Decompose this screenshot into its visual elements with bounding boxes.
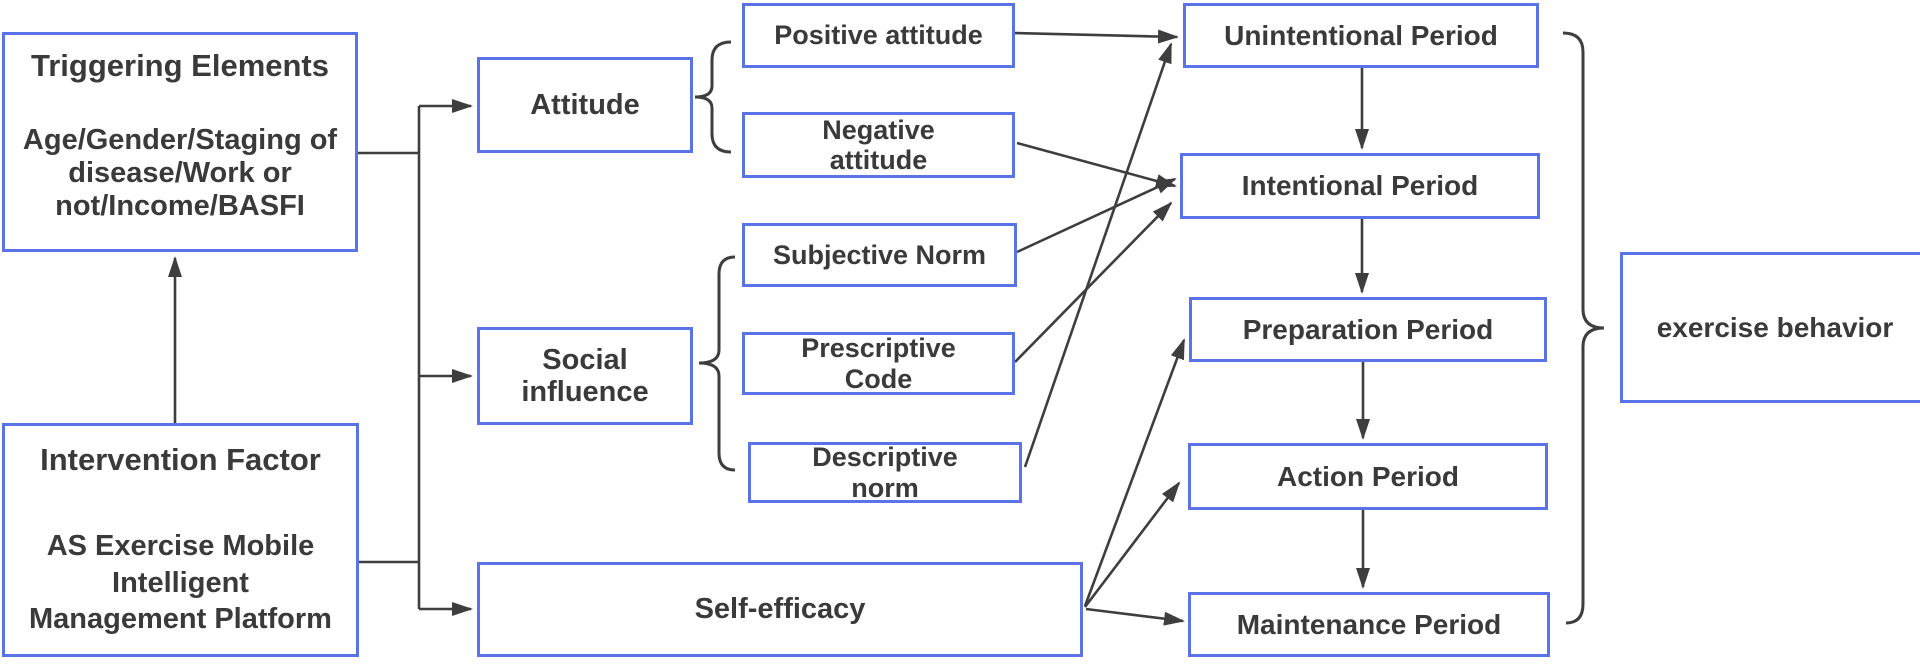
intentional-period-box: Intentional Period — [1180, 153, 1540, 219]
arrow-selfefficacy-to-preparation — [1083, 338, 1186, 607]
arrow-descriptive-to-unintentional — [1023, 42, 1173, 468]
exercise-behavior-label: exercise behavior — [1656, 311, 1894, 343]
self-efficacy-label: Self-efficacy — [694, 593, 866, 626]
brace-social-influence — [698, 255, 736, 472]
prescriptive-code-box: Prescriptive Code — [742, 332, 1015, 395]
arrow-selfefficacy-to-action — [1083, 481, 1181, 608]
arrow-prescriptive-to-intentional — [1014, 201, 1173, 363]
brace-attitude — [694, 40, 732, 154]
triggering-elements-title: Triggering Elements — [30, 48, 329, 83]
triggering-elements-box: Triggering Elements Age/Gender/Staging o… — [2, 32, 358, 252]
arrow-selfefficacy-to-maintenance — [1085, 607, 1185, 626]
intentional-period-label: Intentional Period — [1241, 170, 1479, 202]
arrow-subjective-to-intentional — [1016, 177, 1177, 254]
descriptive-norm-label: Descriptive norm — [812, 442, 958, 503]
self-efficacy-box: Self-efficacy — [477, 562, 1083, 657]
intervention-factor-box: Intervention Factor AS Exercise Mobile I… — [2, 423, 359, 657]
subjective-norm-label: Subjective Norm — [772, 239, 987, 270]
subjective-norm-box: Subjective Norm — [742, 223, 1017, 287]
arrow-positive-to-unintentional — [1014, 29, 1179, 44]
intervention-factor-title: Intervention Factor — [40, 442, 321, 477]
arrow-negative-to-intentional — [1016, 141, 1177, 188]
maintenance-period-label: Maintenance Period — [1236, 608, 1502, 640]
negative-attitude-box: Negative attitude — [742, 112, 1015, 178]
social-influence-label: Social influence — [521, 343, 649, 408]
attitude-box: Attitude — [477, 57, 693, 153]
unintentional-period-label: Unintentional Period — [1224, 19, 1498, 51]
prescriptive-code-label: Prescriptive Code — [801, 333, 956, 394]
action-period-box: Action Period — [1188, 443, 1548, 510]
positive-attitude-label: Positive attitude — [774, 20, 983, 51]
preparation-period-box: Preparation Period — [1189, 297, 1547, 362]
action-period-label: Action Period — [1276, 460, 1459, 492]
intervention-factor-body: AS Exercise Mobile Intelligent Managemen… — [29, 529, 332, 636]
positive-attitude-box: Positive attitude — [742, 3, 1015, 68]
unintentional-period-box: Unintentional Period — [1183, 3, 1539, 68]
exercise-behavior-box: exercise behavior — [1620, 252, 1920, 403]
attitude-label: Attitude — [530, 88, 640, 121]
descriptive-norm-box: Descriptive norm — [748, 442, 1022, 503]
preparation-period-label: Preparation Period — [1242, 313, 1494, 345]
negative-attitude-label: Negative attitude — [822, 114, 935, 175]
maintenance-period-box: Maintenance Period — [1188, 592, 1550, 657]
social-influence-box: Social influence — [477, 327, 693, 425]
brace-stages-to-outcome — [1562, 31, 1605, 625]
triggering-elements-body: Age/Gender/Staging of disease/Work or no… — [22, 123, 338, 222]
